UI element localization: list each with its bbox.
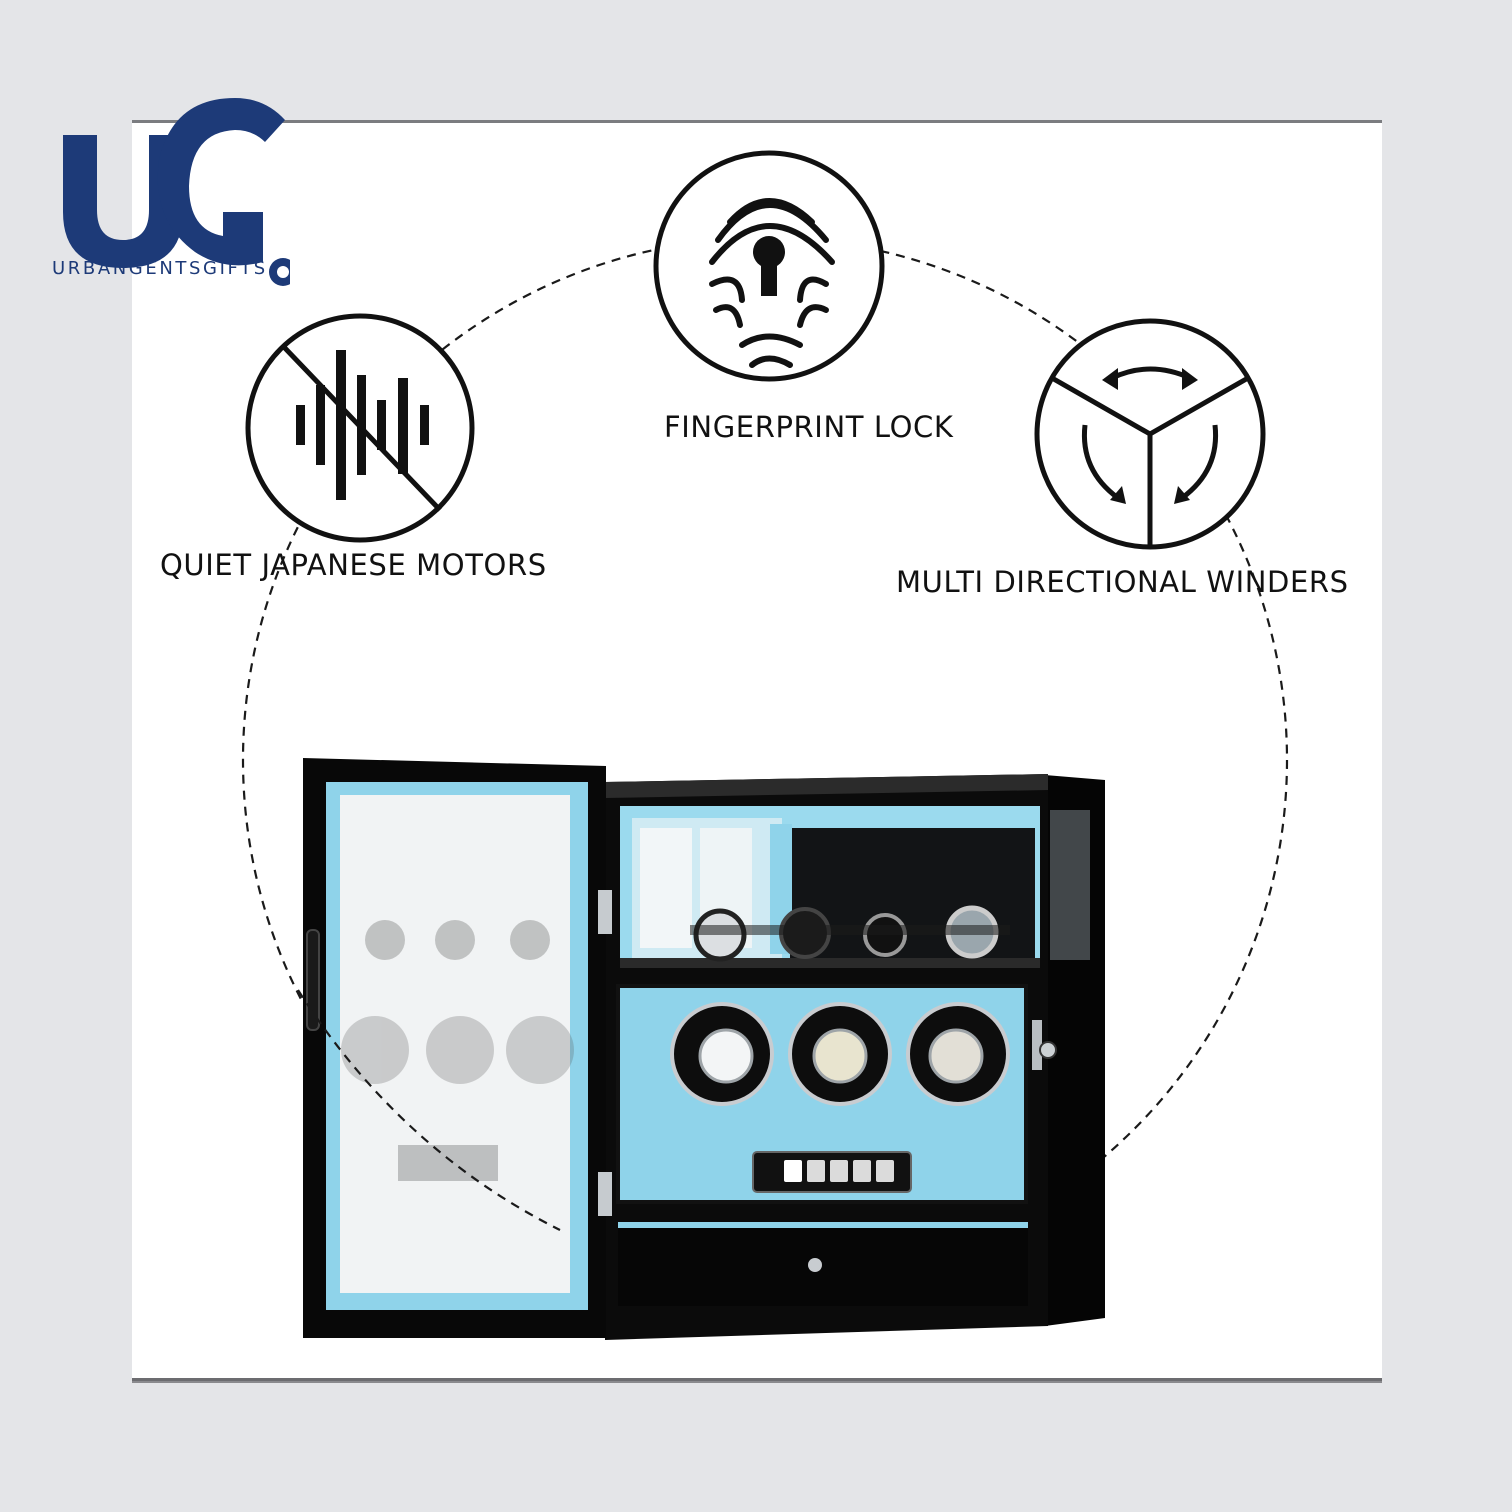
feature-label-fingerprint-lock: FINGERPRINT LOCK [664,410,954,444]
display-watches [690,905,1010,962]
multi-direction-icon [1034,318,1266,550]
winder-slots [670,1002,1010,1106]
no-sound-icon [245,313,475,543]
feature-label-quiet-motors: QUIET JAPANESE MOTORS [160,548,547,582]
watch-winder-cabinet [303,758,1105,1340]
brand-name: URBANGENTSGIFTS [52,258,268,279]
feature-label-multi-directional: MULTI DIRECTIONAL WINDERS [896,565,1349,599]
brand-logo [63,98,290,286]
fingerprint-lock-icon [653,150,885,382]
